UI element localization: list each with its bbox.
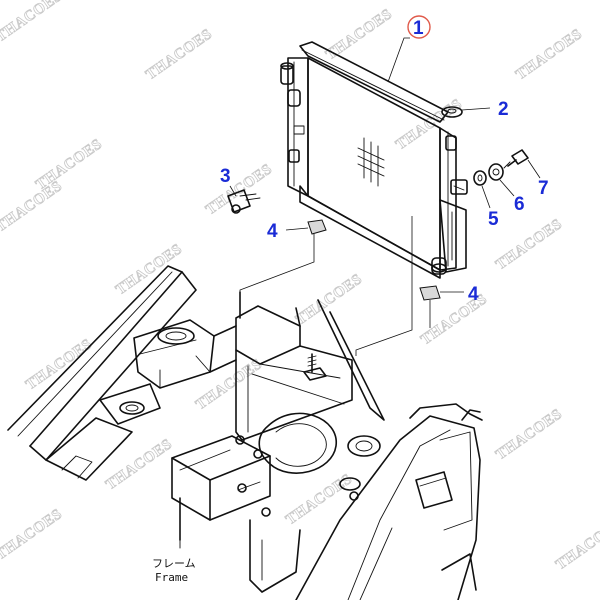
watermark-layer: THACOES THACOES THACOES THACOES THACOES … bbox=[0, 0, 600, 574]
frame-right-housing bbox=[295, 415, 481, 600]
frame-label-japanese: フレーム bbox=[152, 557, 196, 570]
radiator-top-tank bbox=[299, 41, 449, 123]
callout-2: 2 bbox=[498, 99, 509, 120]
watermark: THACOES bbox=[553, 516, 600, 573]
watermark: THACOES bbox=[0, 506, 65, 563]
radiator-core-hatch bbox=[357, 137, 385, 187]
radiator-filler-neck bbox=[280, 65, 294, 85]
washer-5 bbox=[473, 170, 491, 209]
frame-left-mount-bracket bbox=[133, 319, 215, 389]
frame-assembly bbox=[7, 265, 483, 600]
callout-1-highlight-circle bbox=[407, 15, 431, 39]
hose-clamp-part bbox=[227, 185, 261, 214]
watermark: THACOES bbox=[0, 0, 65, 45]
watermark: THACOES bbox=[113, 241, 185, 298]
callout-5: 5 bbox=[488, 209, 499, 230]
watermark: THACOES bbox=[293, 271, 365, 328]
washer-6 bbox=[488, 163, 515, 197]
leader-1 bbox=[387, 37, 410, 83]
frame-left-rail bbox=[7, 265, 183, 447]
radiator-left-tank bbox=[287, 57, 309, 197]
watermark: THACOES bbox=[513, 26, 585, 83]
watermark: THACOES bbox=[143, 26, 215, 83]
callout-7: 7 bbox=[538, 178, 549, 199]
watermark: THACOES bbox=[493, 406, 565, 463]
bolt-7 bbox=[503, 149, 541, 179]
callout-6: 6 bbox=[514, 194, 525, 215]
watermark: THACOES bbox=[493, 216, 565, 273]
frame-top-bracket bbox=[235, 305, 301, 365]
watermark: THACOES bbox=[33, 136, 105, 193]
callout-3: 3 bbox=[220, 166, 231, 187]
callout-1: 1 bbox=[413, 18, 424, 39]
mount-pad-lower bbox=[419, 285, 464, 301]
radiator-cap-part bbox=[441, 106, 491, 118]
watermark: THACOES bbox=[0, 178, 65, 235]
radiator-bottom-tank bbox=[299, 185, 441, 279]
callout-4-upper: 4 bbox=[267, 221, 278, 242]
radiator-assembly bbox=[280, 37, 468, 279]
frame-label-english: Frame bbox=[155, 571, 188, 584]
watermark: THACOES bbox=[323, 6, 395, 63]
watermark: THACOES bbox=[103, 436, 175, 493]
mount-pad-upper bbox=[285, 219, 327, 235]
callout-4-lower: 4 bbox=[468, 284, 479, 305]
radiator-right-tank bbox=[439, 127, 457, 271]
